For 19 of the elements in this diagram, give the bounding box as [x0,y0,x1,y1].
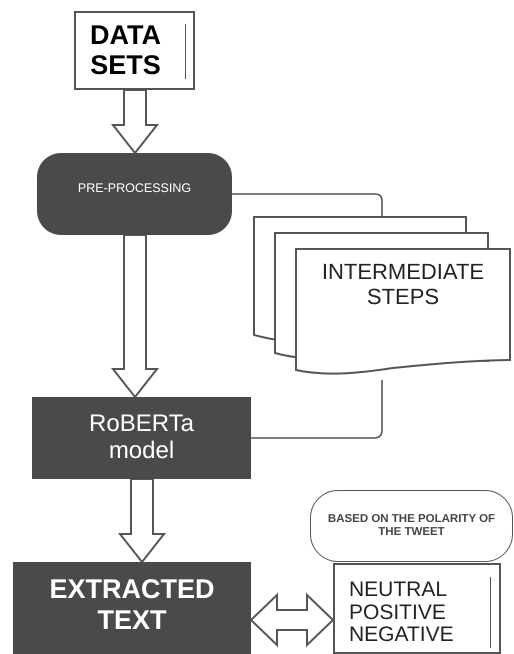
connector-line [251,380,383,439]
process-box [37,153,232,235]
block-arrow [110,234,160,399]
output-box [13,562,251,654]
block-arrow [118,478,166,564]
node-label: DATA SETS [89,20,162,80]
node-label: INTERMEDIATE STEPS [322,259,484,309]
node-label: BASED ON THE POLARITY OF THE TWEET [326,513,496,539]
note-bubble [310,490,513,562]
block-arrow [110,89,160,155]
data-box [74,11,195,90]
node-label: NEUTRAL POSITIVE NEGATIVE [349,579,455,648]
node-label: PRE-PROCESSING [78,182,192,196]
model-box [32,397,251,479]
node-label: EXTRACTED TEXT [48,574,216,636]
node-label: RoBERTa model [88,411,195,465]
connector-line [232,193,383,216]
class-box [333,563,501,654]
double-block-arrow [250,592,334,648]
